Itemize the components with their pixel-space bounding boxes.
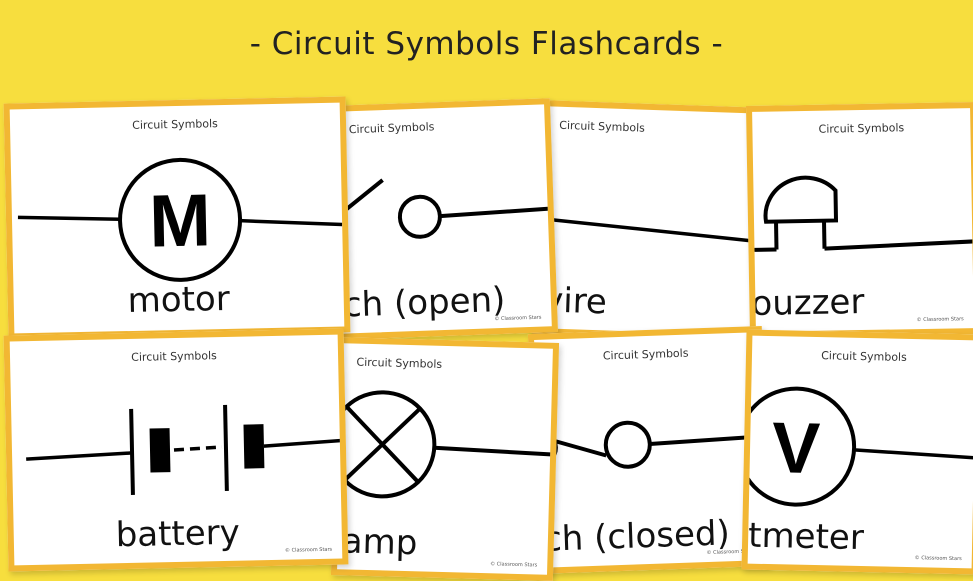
flashcard-buzzer: Circuit Symbols ouzzer © Classroom Stars (746, 102, 973, 338)
flashcard-battery: Circuit Symbols battery © Classroom Star… (4, 328, 349, 571)
card-credit: © Classroom Stars (917, 316, 964, 323)
card-label: vire (542, 280, 763, 328)
flashcard-lamp: Circuit Symbols amp © Classroom Stars (331, 337, 559, 581)
flashcard-voltmeter: Circuit Symbols V tmeter © Classroom Sta… (742, 330, 973, 575)
card-label: amp (341, 521, 552, 566)
card-credit: © Classroom Stars (490, 561, 537, 568)
card-label: motor (13, 277, 344, 324)
motor-letter: M (148, 178, 211, 262)
card-credit: © Classroom Stars (915, 555, 962, 562)
voltmeter-letter: V (771, 408, 821, 489)
flashcard-wire: Circuit Symbols vire (532, 100, 772, 342)
card-label: tmeter (748, 516, 973, 561)
flashcard-switch-closed: Circuit Symbols ch (closed) © Classroom … (528, 326, 770, 574)
card-credit: © Classroom Stars (285, 547, 332, 554)
flashcard-switch-open: Circuit Symbols ch (open) © Classroom St… (328, 98, 558, 340)
page-title: - Circuit Symbols Flashcards - (0, 26, 973, 62)
flashcard-motor: Circuit Symbols M motor (4, 96, 351, 339)
